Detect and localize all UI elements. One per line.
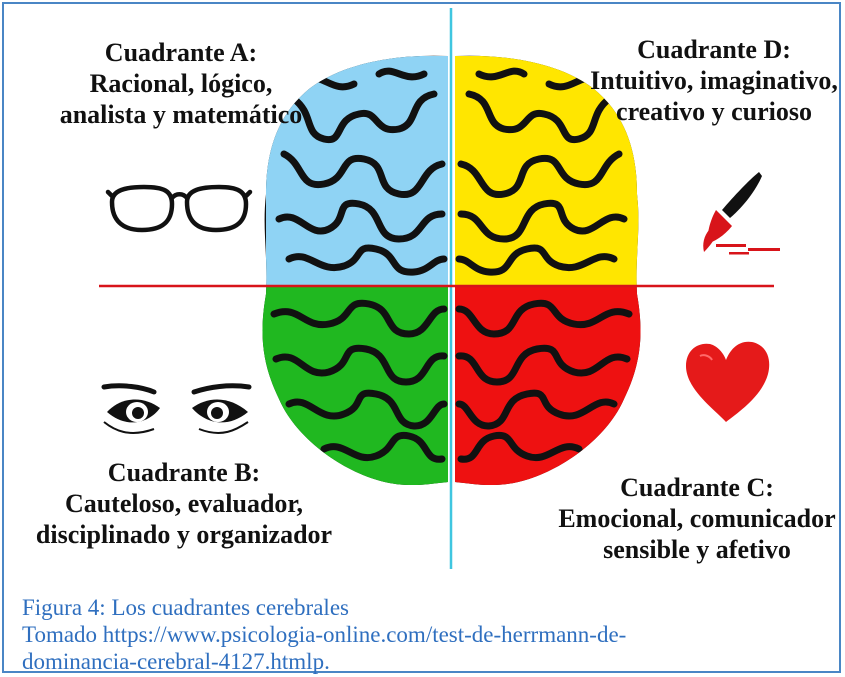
quadrant-b-line2: disciplinado y organizador — [35, 520, 333, 549]
caption-source-line2: dominancia-cerebral-4127.htmlp. — [22, 649, 330, 674]
quadrant-d-line2: creativo y curioso — [616, 97, 812, 126]
quadrant-a-line1: Racional, lógico, — [89, 69, 273, 98]
eyes-icon — [101, 383, 252, 434]
figure-caption: Figura 4: Los cuadrantes cerebrales Toma… — [22, 594, 626, 675]
quadrant-c-label: Cuadrante C: Emocional, comunicador sens… — [542, 472, 845, 565]
quadrant-b-title: Cuadrante B: — [107, 458, 261, 487]
quadrant-a-label: Cuadrante A: Racional, lógico, analista … — [46, 37, 316, 130]
quadrant-c-line1: Emocional, comunicador — [558, 504, 836, 533]
quadrant-c-title: Cuadrante C: — [620, 473, 774, 502]
quadrant-b-label: Cuadrante B: Cauteloso, evaluador, disci… — [34, 457, 334, 550]
quadrant-b-line1: Cauteloso, evaluador, — [64, 489, 304, 518]
brain-diagram — [99, 8, 780, 569]
quadrant-d-line1: Intuitivo, imaginativo, — [590, 66, 838, 95]
caption-source-line1: Tomado https://www.psicologia-online.com… — [22, 622, 627, 647]
quadrant-c-line2: sensible y afetivo — [603, 535, 791, 564]
glasses-icon — [105, 184, 253, 233]
quadrant-d-title: Cuadrante D: — [637, 35, 791, 64]
paintbrush-icon — [703, 172, 780, 255]
caption-figure-title: Figura 4: Los cuadrantes cerebrales — [22, 595, 349, 620]
quadrant-a-title: Cuadrante A: — [104, 38, 258, 67]
quadrant-a-line2: analista y matemático — [59, 100, 303, 129]
heart-icon — [686, 341, 770, 422]
quadrant-d-label: Cuadrante D: Intuitivo, imaginativo, cre… — [579, 34, 845, 127]
